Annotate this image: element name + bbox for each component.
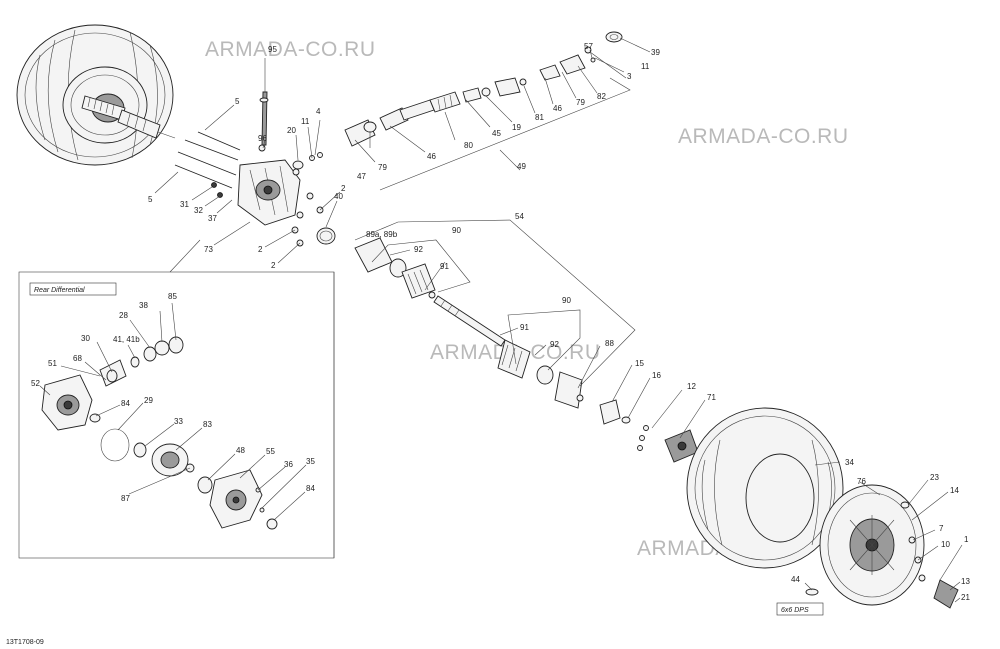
wheel-hub-71 bbox=[637, 425, 699, 463]
callout-90a: 90 bbox=[452, 226, 461, 235]
callout-68: 68 bbox=[73, 354, 82, 363]
callout-55: 55 bbox=[266, 447, 275, 456]
callout-46a: 46 bbox=[427, 152, 436, 161]
callout-81: 81 bbox=[535, 113, 544, 122]
variant-label: 6x6 DPS bbox=[776, 602, 824, 616]
housing-small-parts bbox=[211, 144, 324, 247]
callout-52: 52 bbox=[31, 379, 40, 388]
rear-differential-inset: Rear Differential bbox=[18, 239, 335, 559]
callout-4: 4 bbox=[316, 107, 321, 116]
callout-23: 23 bbox=[930, 473, 939, 482]
wheel-rim bbox=[819, 484, 925, 606]
callout-84a: 84 bbox=[121, 399, 130, 408]
callout-54: 54 bbox=[515, 212, 524, 221]
callout-35: 35 bbox=[306, 457, 315, 466]
callout-10: 10 bbox=[941, 540, 950, 549]
callout-14: 14 bbox=[950, 486, 959, 495]
rear-drive-shaft bbox=[354, 237, 584, 409]
callout-89: 89a, 89b bbox=[366, 230, 398, 239]
callout-49: 49 bbox=[517, 162, 526, 171]
callout-91b: 91 bbox=[520, 323, 529, 332]
callout-5a: 5 bbox=[235, 97, 240, 106]
callout-13: 13 bbox=[961, 577, 970, 586]
callout-71: 71 bbox=[707, 393, 716, 402]
seal-40 bbox=[316, 227, 336, 245]
callout-38: 38 bbox=[139, 301, 148, 310]
callout-5b: 5 bbox=[148, 195, 153, 204]
callout-79a: 79 bbox=[378, 163, 387, 172]
callout-40: 40 bbox=[334, 192, 343, 201]
callout-87: 87 bbox=[121, 494, 130, 503]
rim-hardware bbox=[805, 501, 959, 609]
callout-91a: 91 bbox=[440, 262, 449, 271]
callout-37: 37 bbox=[208, 214, 217, 223]
callout-1: 1 bbox=[964, 535, 969, 544]
callout-80: 80 bbox=[464, 141, 473, 150]
callout-83: 83 bbox=[203, 420, 212, 429]
figure-code: 13T1708-09 bbox=[6, 639, 44, 646]
callout-34: 34 bbox=[845, 458, 854, 467]
inset-title: Rear Differential bbox=[34, 287, 85, 294]
long-bolts bbox=[174, 131, 241, 189]
callout-92b: 92 bbox=[550, 340, 559, 349]
callout-11a: 11 bbox=[301, 117, 310, 126]
stud-95 bbox=[259, 91, 269, 146]
callout-44: 44 bbox=[791, 575, 800, 584]
callout-33: 33 bbox=[174, 417, 183, 426]
propeller-shaft bbox=[344, 31, 623, 147]
callout-2c: 2 bbox=[271, 261, 276, 270]
callout-2b: 2 bbox=[258, 245, 263, 254]
callout-51: 51 bbox=[48, 359, 57, 368]
callout-15: 15 bbox=[635, 359, 644, 368]
callout-82: 82 bbox=[597, 92, 606, 101]
callout-11b: 11 bbox=[641, 62, 650, 71]
callout-20: 20 bbox=[287, 126, 296, 135]
callout-88: 88 bbox=[605, 339, 614, 348]
callout-48: 48 bbox=[236, 446, 245, 455]
left-tire bbox=[16, 24, 174, 166]
callout-12: 12 bbox=[687, 382, 696, 391]
callout-21: 21 bbox=[961, 593, 970, 602]
callout-76: 76 bbox=[857, 477, 866, 486]
callout-3: 3 bbox=[627, 72, 632, 81]
callout-30: 30 bbox=[81, 334, 90, 343]
callout-85: 85 bbox=[168, 292, 177, 301]
callout-96: 96 bbox=[258, 134, 267, 143]
callout-92a: 92 bbox=[414, 245, 423, 254]
callout-45: 45 bbox=[492, 129, 501, 138]
callout-41: 41, 41b bbox=[113, 335, 140, 344]
callout-31: 31 bbox=[180, 200, 189, 209]
callout-57: 57 bbox=[584, 42, 593, 51]
callout-19: 19 bbox=[512, 123, 521, 132]
left-drive-axle bbox=[81, 95, 176, 139]
inset-title-box bbox=[29, 282, 117, 296]
right-tire bbox=[686, 407, 844, 569]
callout-28: 28 bbox=[119, 311, 128, 320]
callout-36: 36 bbox=[284, 460, 293, 469]
callout-73: 73 bbox=[204, 245, 213, 254]
callout-16: 16 bbox=[652, 371, 661, 380]
callout-29: 29 bbox=[144, 396, 153, 405]
callout-7: 7 bbox=[939, 524, 944, 533]
callout-79b: 79 bbox=[576, 98, 585, 107]
leader-lines bbox=[39, 37, 963, 603]
callout-46b: 46 bbox=[553, 104, 562, 113]
differential-housing bbox=[237, 159, 314, 226]
callout-95: 95 bbox=[268, 45, 277, 54]
watermark-2: ARMADA-CO.RU bbox=[678, 125, 849, 148]
callout-90b: 90 bbox=[562, 296, 571, 305]
variant-label-text: 6x6 DPS bbox=[781, 607, 809, 614]
callout-2a: 2 bbox=[341, 184, 346, 193]
callout-39: 39 bbox=[651, 48, 660, 57]
callout-labels: 95 5 4 11 20 96 5 31 32 37 2 2 2 73 40 7… bbox=[31, 42, 970, 602]
callout-47: 47 bbox=[357, 172, 366, 181]
callout-84b: 84 bbox=[306, 484, 315, 493]
bearing-seal bbox=[599, 399, 631, 425]
callout-32: 32 bbox=[194, 206, 203, 215]
watermark-1: ARMADA-CO.RU bbox=[205, 38, 376, 61]
